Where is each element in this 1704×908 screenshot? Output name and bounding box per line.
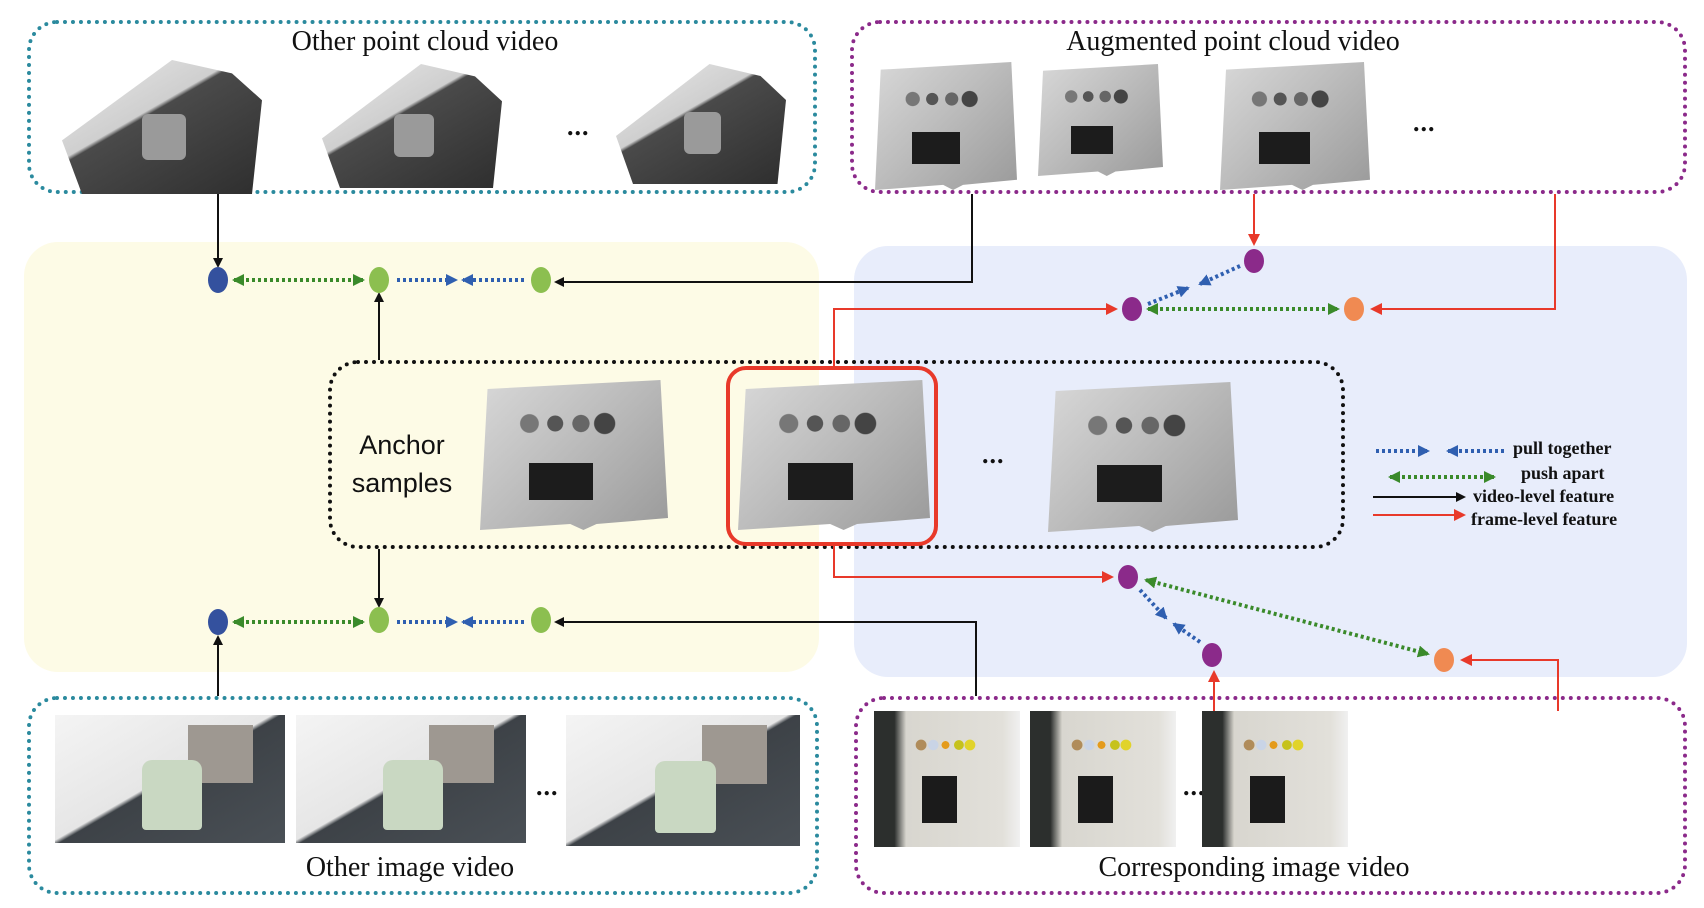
- other-image-video-group: [27, 696, 819, 895]
- anchor-ellipsis: ...: [982, 440, 1005, 469]
- other-image-video-title: Other image video: [305, 852, 515, 883]
- legend-pull-together: pull together: [1513, 438, 1612, 458]
- augmented-point-cloud-video-title: Augmented point cloud video: [1066, 26, 1400, 57]
- other-image-frame-1: [55, 715, 285, 843]
- other-point-cloud-frame-1: [62, 60, 262, 194]
- node-augmented-frame: [1244, 249, 1264, 273]
- video-level-panel: [24, 242, 819, 672]
- video-arrow-corresponding: [554, 617, 977, 696]
- corresponding-image-ellipsis: ...: [1183, 772, 1206, 801]
- node-anchor-frame-bottom: [1118, 565, 1138, 589]
- node-augmented-video: [531, 267, 551, 293]
- other-point-cloud-video-group: [27, 20, 817, 194]
- anchor-frame-2: [738, 380, 930, 530]
- anchor-samples-label-line1: Anchor: [359, 430, 445, 460]
- frame-arrow-anchor-bottom: [833, 546, 1114, 583]
- node-other-pc-video: [208, 267, 228, 293]
- node-corresponding-video: [531, 607, 551, 633]
- frame-arrow-aug-3: [1370, 194, 1556, 315]
- node-corr-other-frame: [1434, 648, 1454, 672]
- node-aug-other-frame: [1344, 297, 1364, 321]
- node-anchor-frame-top: [1122, 297, 1142, 321]
- pull-together-frame-top-a: [1198, 264, 1241, 286]
- node-corresponding-frame: [1202, 643, 1222, 667]
- node-anchor-video-bottom: [369, 607, 389, 633]
- corresponding-image-frame-1: [874, 711, 1020, 847]
- node-anchor-video-top: [369, 267, 389, 293]
- legend-frame-level-feature: frame-level feature: [1471, 509, 1618, 529]
- corresponding-image-frame-2: [1030, 711, 1176, 847]
- pull-together-frame-bottom-b: [1172, 622, 1202, 644]
- augmented-point-cloud-video-group: [850, 20, 1687, 194]
- other-image-frame-2: [296, 715, 526, 843]
- pull-together-frame-bottom-a: [1138, 588, 1168, 620]
- other-image-ellipsis: ...: [536, 772, 559, 801]
- other-point-cloud-video-title: Other point cloud video: [291, 26, 559, 57]
- frame-arrow-corr-3: [1460, 654, 1559, 711]
- push-apart-frame-bottom: [1144, 576, 1430, 658]
- pull-together-frame-top-b: [1147, 286, 1190, 306]
- other-image-frame-3: [566, 715, 800, 846]
- anchor-frame-3: [1048, 382, 1238, 532]
- anchor-samples-label: Anchor samples: [340, 426, 464, 502]
- anchor-samples-label-line2: samples: [351, 468, 453, 498]
- augmented-point-cloud-frame-2: [1038, 64, 1163, 176]
- augmented-point-cloud-ellipsis: ...: [1413, 108, 1436, 137]
- augmented-point-cloud-frame-1: [875, 62, 1017, 190]
- video-arrow-augmented: [554, 194, 973, 287]
- corresponding-image-video-group: [854, 696, 1687, 895]
- anchor-samples-group: [328, 360, 1345, 549]
- other-point-cloud-ellipsis: ...: [567, 112, 590, 141]
- legend-video-level-feature: video-level feature: [1473, 486, 1615, 506]
- legend-push-apart: push apart: [1521, 463, 1605, 483]
- anchor-frame-1: [480, 380, 668, 530]
- corresponding-image-frame-3: [1202, 711, 1348, 847]
- corresponding-image-video-title: Corresponding image video: [1098, 852, 1410, 883]
- frame-arrow-anchor-top: [833, 303, 1118, 368]
- augmented-point-cloud-frame-3: [1220, 62, 1370, 190]
- anchor-frame-highlight: [726, 366, 938, 546]
- node-other-img-video: [208, 609, 228, 635]
